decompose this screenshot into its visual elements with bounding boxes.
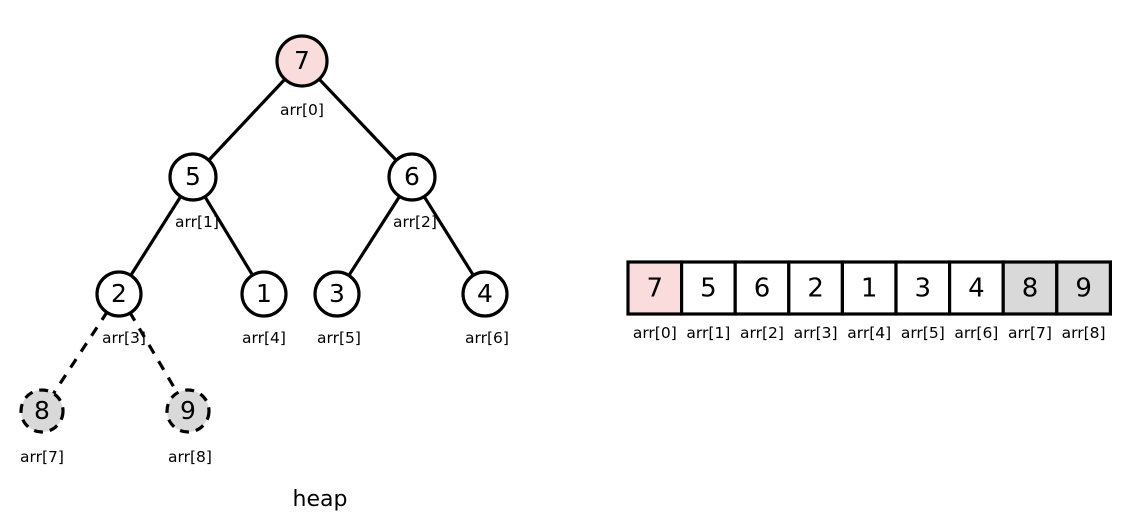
tree-node-arr2[interactable]: 6 arr[2] <box>387 152 437 231</box>
array-cell-arr8[interactable]: 9 arr[8] <box>1055 260 1113 342</box>
array-cell-value: 7 <box>647 274 664 304</box>
array-cell-box <box>733 260 791 316</box>
array-cell-value: 2 <box>807 274 824 304</box>
array-cell-arr7[interactable]: 8 arr[7] <box>1001 260 1059 342</box>
array-cell-arr6[interactable]: 4 arr[6] <box>947 260 1005 342</box>
node-circle-2 <box>95 270 143 318</box>
node-value-7: 7 <box>294 46 310 75</box>
tree-node-arr5[interactable]: 3 arr[5] <box>313 270 361 347</box>
node-circle-1 <box>240 270 288 318</box>
array-cell-arr5[interactable]: 3 arr[5] <box>894 260 952 342</box>
array-cell-arr3[interactable]: 2 arr[3] <box>787 260 844 342</box>
node-value-4: 4 <box>477 279 493 308</box>
array-cell-box <box>787 260 844 316</box>
tree-edge-6-3 <box>346 194 402 278</box>
tree-node-arr6[interactable]: 4 arr[6] <box>461 270 509 347</box>
array-cell-value: 9 <box>1075 274 1092 304</box>
node-value-3: 3 <box>329 279 345 308</box>
tree-node-layer: 7 arr[0] 5 arr[1] 6 arr[2] 2 arr[3] 1 arr[4] 3 arr[… <box>19 34 509 466</box>
node-circle-3 <box>313 270 361 318</box>
array-cell-box <box>894 260 952 316</box>
array-index-label: arr[8] <box>1062 324 1106 342</box>
node-index-label: arr[8] <box>168 448 212 466</box>
node-index-label: arr[4] <box>242 329 286 347</box>
node-value-6: 6 <box>404 162 420 191</box>
node-circle-7 <box>275 34 329 88</box>
tree-edge-5-1 <box>203 194 255 277</box>
tree-node-arr1[interactable]: 5 arr[1] <box>168 152 219 231</box>
node-index-label: arr[6] <box>465 329 509 347</box>
node-circle-5 <box>168 152 218 202</box>
array-cell-arr2[interactable]: 6 arr[2] <box>733 260 791 342</box>
node-circle-8 <box>19 388 65 434</box>
array-cell-arr1[interactable]: 5 arr[1] <box>679 260 737 342</box>
diagram-caption: heap <box>293 487 348 512</box>
tree-edge-7-5 <box>206 77 287 163</box>
array-cell-arr4[interactable]: 1 arr[4] <box>840 260 898 342</box>
node-value-5: 5 <box>185 162 201 191</box>
tree-edge-2-8 <box>51 310 109 396</box>
node-value-1: 1 <box>256 279 272 308</box>
array-cell-box <box>626 260 684 316</box>
tree-edge-layer <box>51 77 476 396</box>
array-index-label: arr[6] <box>954 324 998 342</box>
array-cell-value: 3 <box>915 274 932 304</box>
array-cell-arr0[interactable]: 7 arr[0] <box>626 260 684 342</box>
node-index-label: arr[2] <box>393 213 437 231</box>
tree-node-arr0[interactable]: 7 arr[0] <box>275 34 329 119</box>
node-circle-9 <box>165 388 211 434</box>
tree-edge-7-6 <box>317 77 399 163</box>
node-index-label: arr[0] <box>280 101 324 119</box>
tree-node-arr8[interactable]: 9 arr[8] <box>165 388 212 466</box>
node-value-8: 8 <box>34 396 50 425</box>
tree-node-arr4[interactable]: 1 arr[4] <box>240 270 288 347</box>
node-index-label: arr[3] <box>102 329 146 347</box>
array-index-label: arr[7] <box>1008 324 1052 342</box>
array-cell-value: 8 <box>1022 274 1039 304</box>
array-cell-value: 4 <box>968 274 985 304</box>
array-cell-box <box>679 260 737 316</box>
node-index-label: arr[1] <box>175 213 219 231</box>
array-layer: 7 arr[0] 5 arr[1] 6 arr[2] 2 arr[3] 1 arr[4] 3 arr[… <box>626 260 1113 342</box>
array-index-label: arr[3] <box>794 324 838 342</box>
node-circle-6 <box>387 152 437 202</box>
array-index-label: arr[0] <box>633 324 677 342</box>
array-index-label: arr[1] <box>686 324 730 342</box>
node-value-2: 2 <box>111 279 127 308</box>
array-index-label: arr[5] <box>901 324 945 342</box>
node-circle-4 <box>461 270 509 318</box>
tree-edge-2-9 <box>128 311 180 395</box>
array-index-label: arr[4] <box>847 324 891 342</box>
tree-node-arr7[interactable]: 8 arr[7] <box>19 388 65 466</box>
array-cell-value: 1 <box>861 274 878 304</box>
tree-node-arr3[interactable]: 2 arr[3] <box>95 270 146 347</box>
array-cell-box <box>840 260 898 316</box>
node-index-label: arr[7] <box>20 448 64 466</box>
tree-edge-5-2 <box>128 194 183 278</box>
node-value-9: 9 <box>180 396 196 425</box>
array-index-label: arr[2] <box>740 324 784 342</box>
array-cell-value: 5 <box>700 274 717 304</box>
array-cell-value: 6 <box>754 274 771 304</box>
array-cell-box <box>1055 260 1113 316</box>
node-index-label: arr[5] <box>317 329 361 347</box>
tree-edge-6-4 <box>422 194 476 278</box>
